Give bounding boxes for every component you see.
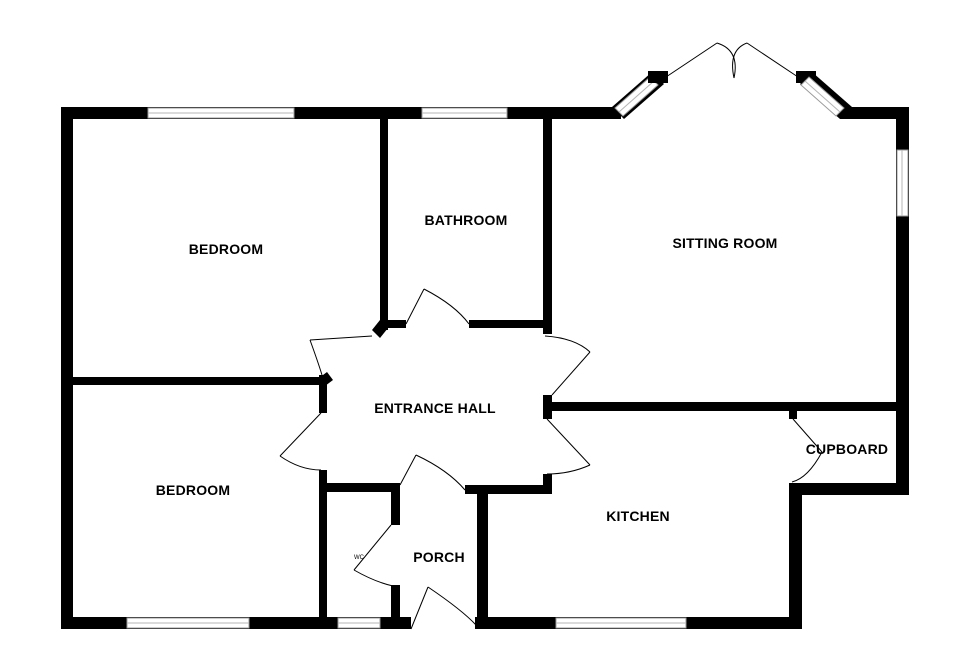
label-bedroom-2: BEDROOM	[156, 482, 231, 498]
label-porch: PORCH	[413, 549, 465, 565]
doors[interactable]	[279, 288, 823, 630]
window-bedroom-bottom	[126, 617, 250, 629]
windows	[126, 107, 909, 629]
door-porch-inner	[399, 454, 466, 491]
label-kitchen: KITCHEN	[606, 508, 670, 524]
door-front	[410, 586, 477, 630]
bay-window	[612, 42, 852, 119]
door-bedroom-1	[309, 335, 373, 376]
door-cupboard	[791, 418, 823, 483]
label-bedroom-1: BEDROOM	[189, 241, 264, 257]
label-entrance-hall: ENTRANCE HALL	[374, 400, 496, 416]
door-bedroom-2	[279, 412, 322, 471]
window-bedroom-top	[147, 107, 295, 119]
window-wc	[337, 617, 381, 629]
door-kitchen	[546, 418, 591, 475]
door-wc	[353, 524, 394, 587]
label-bathroom: BATHROOM	[425, 212, 508, 228]
label-sitting-room: SITTING ROOM	[672, 235, 777, 251]
label-wc: WC	[354, 555, 365, 561]
door-bathroom	[405, 288, 470, 325]
window-bathroom	[421, 107, 508, 119]
label-cupboard: CUPBOARD	[806, 441, 889, 457]
interior-walls	[61, 117, 896, 625]
window-kitchen	[555, 617, 687, 629]
room-labels: BEDROOM BATHROOM SITTING ROOM ENTRANCE H…	[156, 212, 889, 565]
french-doors[interactable]	[665, 42, 799, 79]
door-sitting-room	[544, 335, 591, 396]
window-sitting-room-side	[896, 149, 909, 217]
